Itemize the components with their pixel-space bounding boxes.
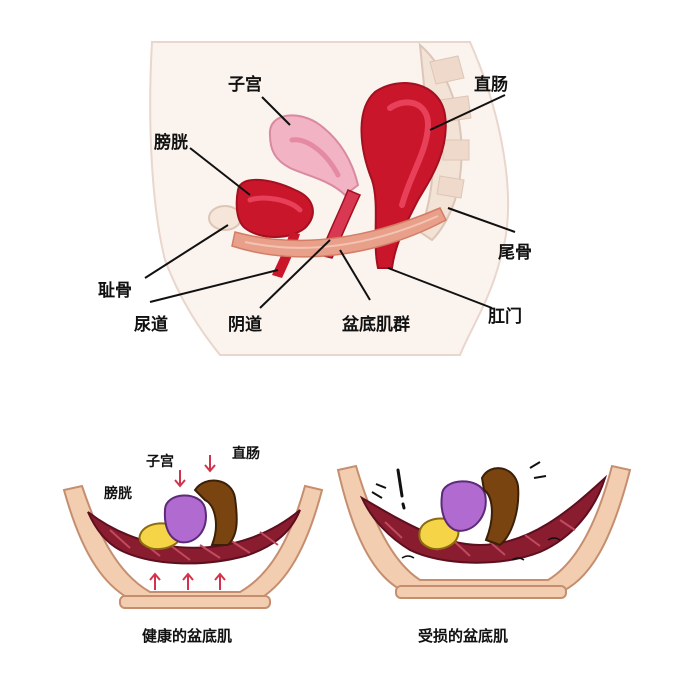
label-urethra: 尿道	[134, 314, 168, 335]
label-rectum: 直肠	[474, 74, 508, 95]
vertebra	[429, 55, 465, 85]
exclamation-icon	[396, 468, 406, 510]
damaged-hammock	[336, 461, 632, 599]
down-arrow-icon	[204, 455, 216, 473]
rectum-inner	[387, 99, 432, 208]
down-arrow-icon	[174, 470, 186, 488]
label-anus: 肛门	[488, 306, 522, 327]
hammock-frame	[336, 464, 632, 595]
vertebra	[436, 175, 465, 199]
healthy-rectum	[193, 479, 238, 546]
up-arrow-icon	[149, 572, 161, 590]
label-vagina: 阴道	[228, 314, 262, 335]
wobble-lines-icon	[401, 537, 561, 561]
label-pubic-bone: 耻骨	[98, 280, 132, 301]
hammock-base	[119, 595, 271, 609]
bladder	[235, 178, 314, 238]
pelvic-floor-muscle	[231, 207, 447, 258]
damaged-rectum	[480, 467, 520, 547]
uterus-inner	[289, 137, 341, 178]
stress-lines-icon	[371, 461, 547, 499]
label-pelvic-floor: 盆底肌群	[341, 314, 410, 335]
bladder-inner	[247, 195, 303, 213]
up-arrow-icon	[182, 572, 194, 590]
vertebra	[442, 139, 470, 161]
healthy-uterus	[163, 494, 207, 544]
label-bladder: 膀胱	[154, 132, 188, 153]
healthy-caption: 健康的盆底肌	[142, 627, 232, 645]
damaged-uterus	[440, 480, 487, 532]
hammock-base	[395, 585, 567, 599]
healthy-label-bladder: 膀胱	[103, 485, 132, 502]
label-uterus: 子宫	[228, 74, 262, 95]
label-coccyx: 尾骨	[498, 243, 532, 263]
leader-lines	[144, 94, 516, 309]
healthy-label-rectum: 直肠	[232, 445, 260, 462]
up-arrow-icon	[214, 572, 226, 590]
anatomy-illustration	[149, 41, 509, 356]
hammock-frame	[62, 484, 324, 605]
healthy-label-uterus: 子宫	[146, 453, 174, 470]
healthy-hammock	[62, 455, 324, 609]
muscle-fibers	[244, 215, 439, 249]
damaged-caption: 受损的盆底肌	[418, 627, 508, 645]
